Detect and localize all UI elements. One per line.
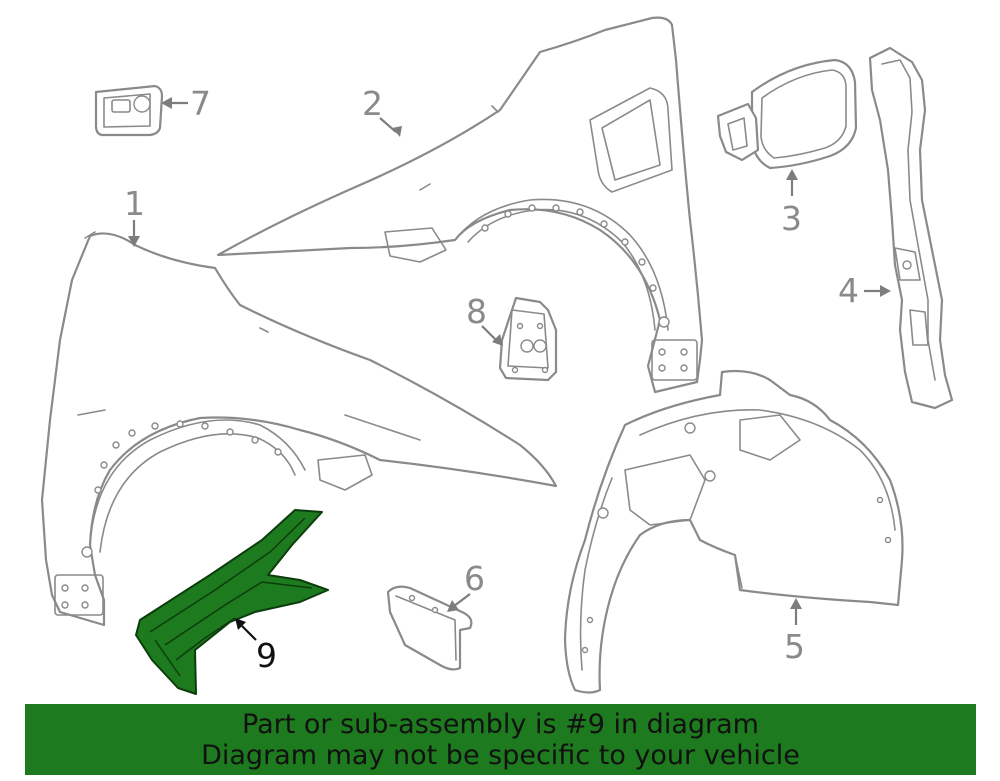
callout-3-group: 3	[781, 169, 802, 238]
callout-8-group: 8	[466, 292, 503, 346]
callout-7-group: 7	[161, 84, 211, 123]
info-banner: Part or sub-assembly is #9 in diagram Di…	[25, 704, 976, 775]
fender-left-part[interactable]	[40, 231, 558, 627]
fuel-door-part[interactable]	[716, 58, 858, 170]
callout-2: 2	[362, 84, 383, 123]
callout-5-group: 5	[784, 598, 805, 666]
callout-1-group: 1	[124, 184, 145, 247]
callout-6-group: 6	[447, 559, 485, 612]
callout-4-group: 4	[838, 271, 891, 310]
fender-right-part[interactable]	[216, 16, 704, 394]
callout-9-group: 9	[235, 618, 277, 675]
callout-9: 9	[256, 636, 277, 675]
banner-line-2: Diagram may not be specific to your vehi…	[201, 739, 800, 771]
banner-line-1: Part or sub-assembly is #9 in diagram	[242, 708, 759, 740]
callout-4: 4	[838, 271, 859, 310]
mud-flap-bracket-part[interactable]	[386, 585, 473, 671]
fuel-housing-part[interactable]	[94, 84, 164, 137]
callout-2-group: 2	[362, 84, 402, 137]
air-deflector-part-highlighted[interactable]	[135, 509, 329, 695]
callout-6: 6	[464, 559, 485, 598]
callout-7: 7	[190, 84, 211, 123]
callout-3: 3	[781, 199, 802, 238]
callout-8: 8	[466, 292, 487, 331]
plate-bracket-part[interactable]	[498, 296, 558, 382]
fender-liner-part[interactable]	[563, 369, 904, 694]
callout-5: 5	[784, 627, 805, 666]
fender-bracket-part[interactable]	[868, 46, 954, 410]
callout-1: 1	[124, 184, 145, 223]
